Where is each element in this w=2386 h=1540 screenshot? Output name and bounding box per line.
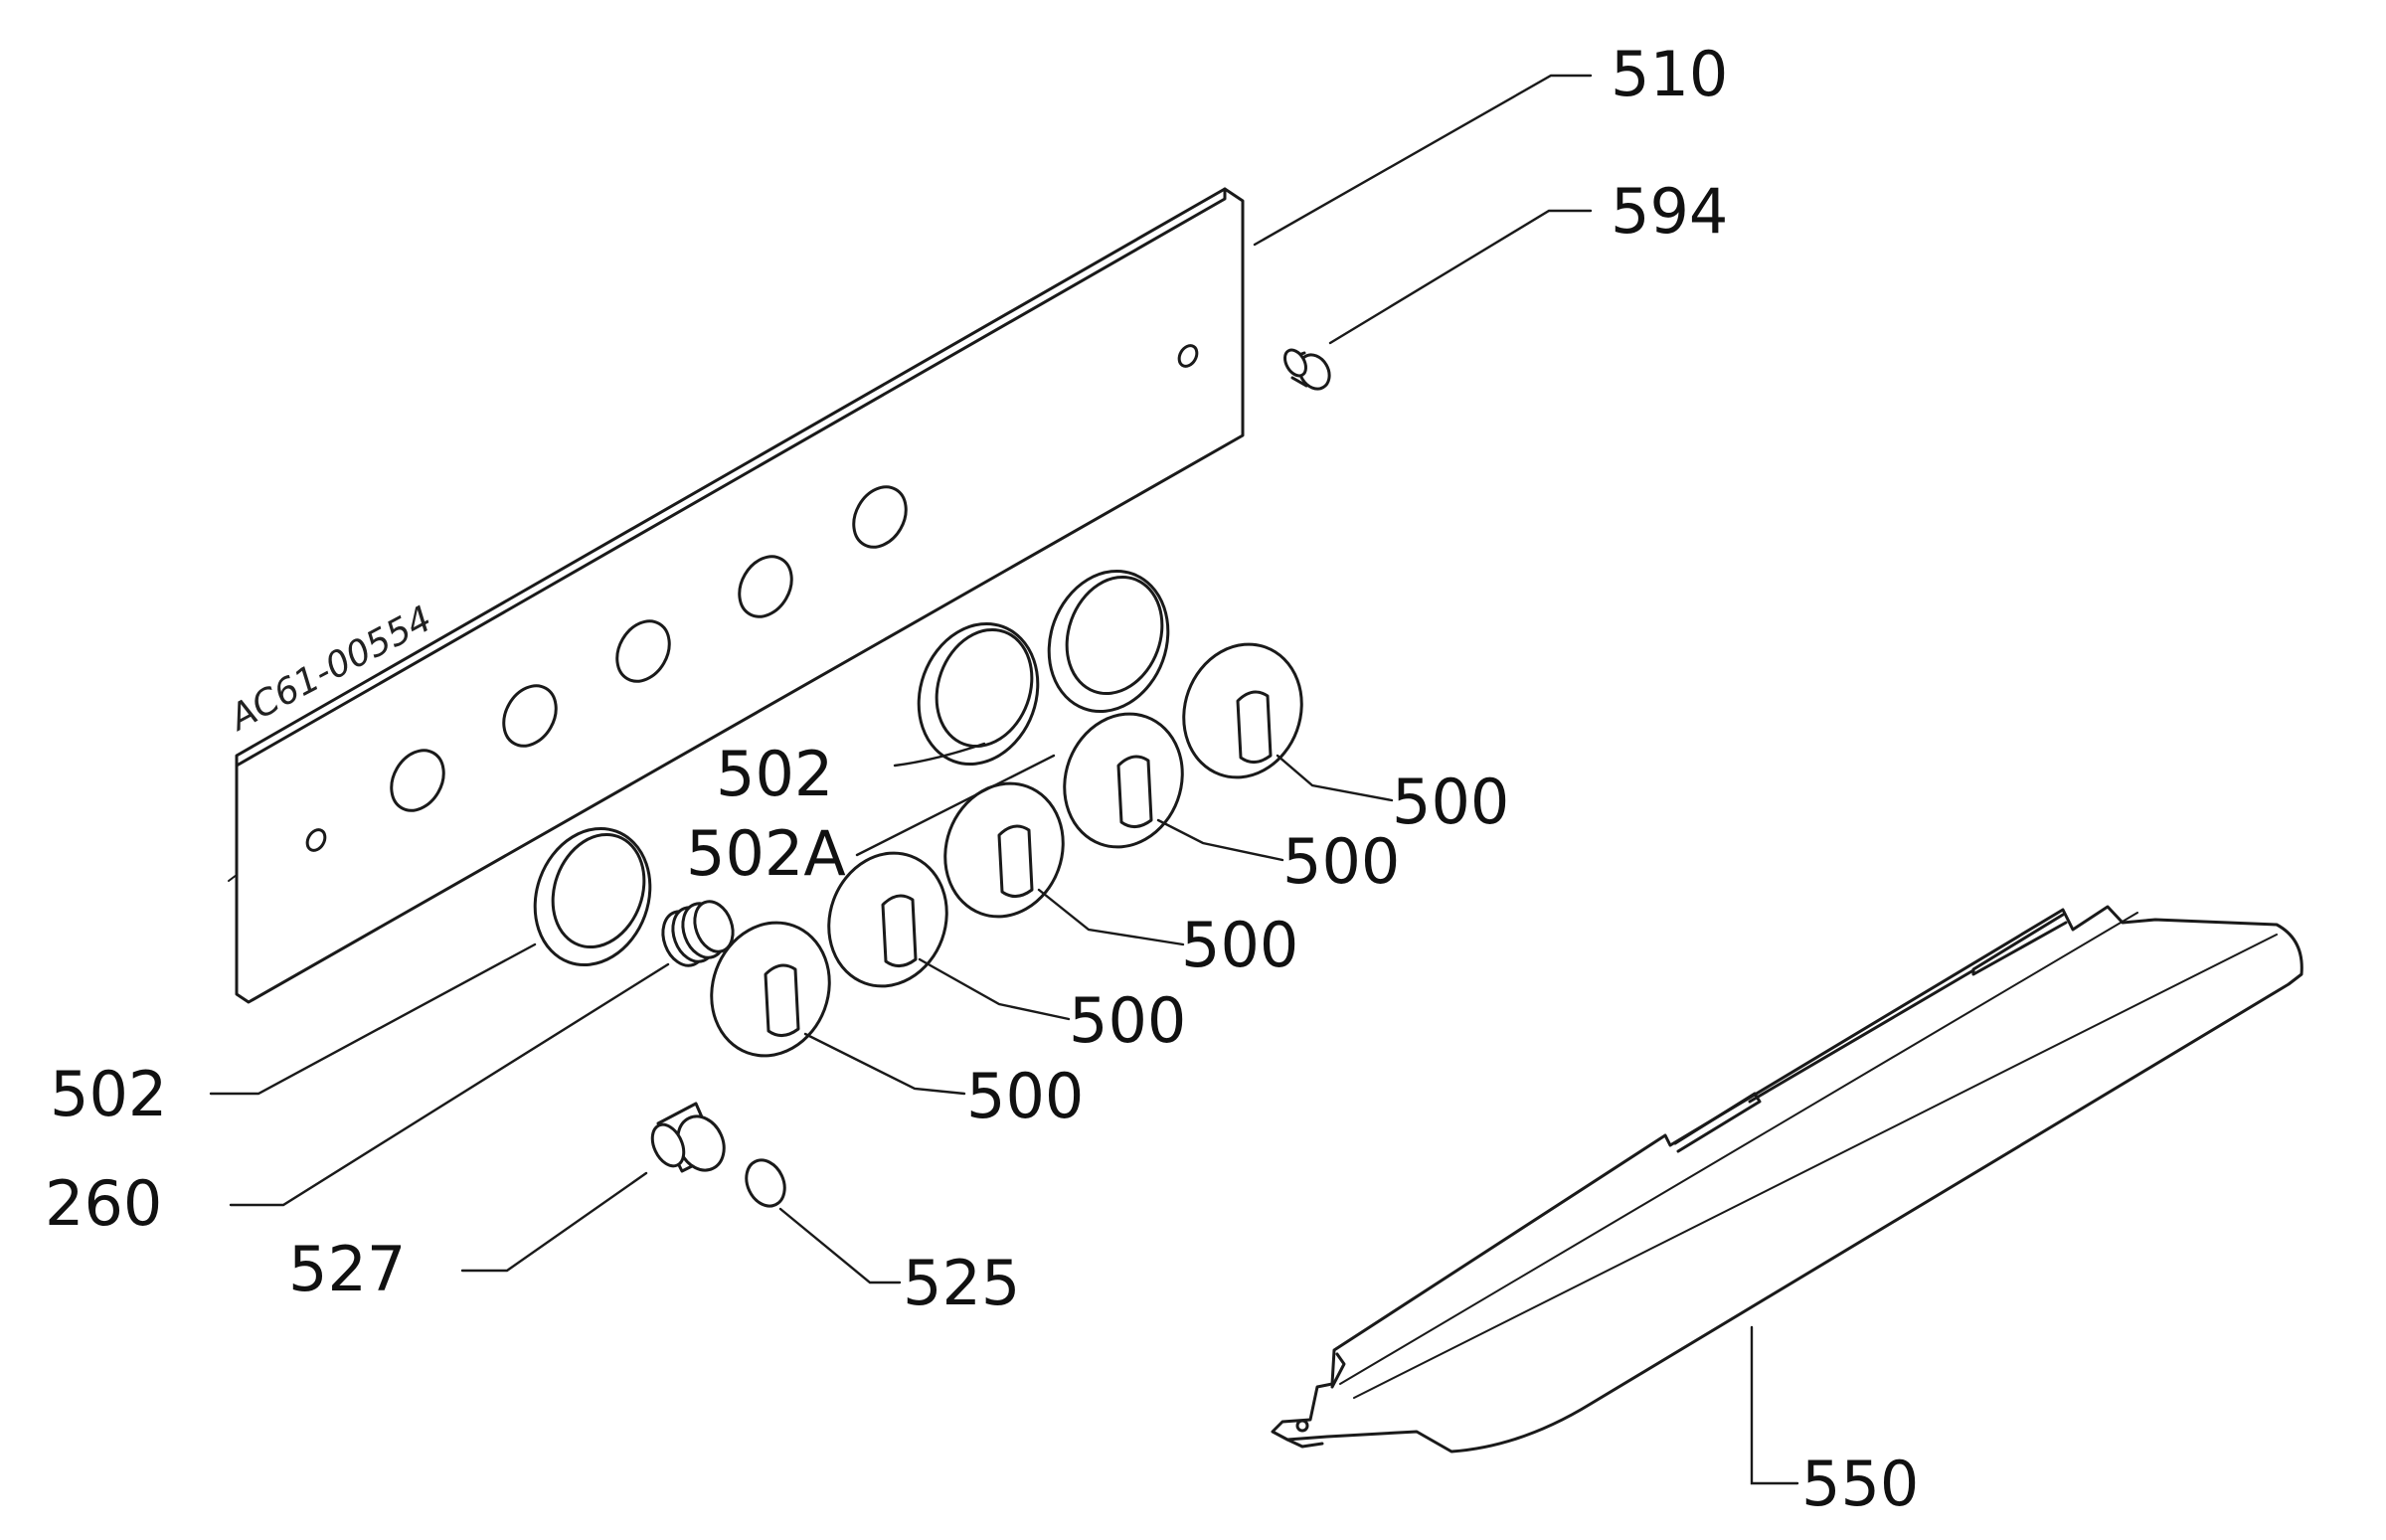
callout-510: 510 bbox=[1611, 38, 1728, 110]
trim-strip-550 bbox=[1271, 905, 2303, 1454]
knob-500-5 bbox=[1182, 642, 1303, 779]
cap-527 bbox=[650, 1102, 726, 1173]
leader-lines bbox=[209, 74, 1799, 1485]
bezel-ring-lower bbox=[533, 826, 652, 967]
knob-500-1 bbox=[710, 921, 831, 1058]
callout-500-5: 500 bbox=[966, 1060, 1084, 1132]
callout-502a: 502A bbox=[686, 817, 846, 890]
screw-594 bbox=[1283, 348, 1331, 391]
knob-500-2 bbox=[827, 851, 948, 988]
callout-500-4: 500 bbox=[1069, 984, 1186, 1057]
callout-527: 527 bbox=[288, 1233, 406, 1305]
callout-500-2: 500 bbox=[1282, 825, 1400, 898]
callout-525: 525 bbox=[903, 1247, 1020, 1319]
callout-labels: 510 594 502 502A 500 500 500 500 500 502… bbox=[45, 38, 1919, 1520]
knob-500-3 bbox=[943, 781, 1065, 919]
callout-550: 550 bbox=[1801, 1448, 1919, 1520]
callout-502-lower: 502 bbox=[50, 1058, 167, 1130]
bezel-ring-upper-1 bbox=[917, 621, 1040, 767]
callout-594: 594 bbox=[1611, 175, 1728, 248]
callout-500-1: 500 bbox=[1392, 766, 1509, 838]
insert-525 bbox=[745, 1158, 786, 1208]
knob-500-4 bbox=[1063, 712, 1184, 849]
control-panel-510 bbox=[228, 187, 1245, 1004]
callout-260: 260 bbox=[45, 1167, 162, 1240]
bezel-ring-upper-2 bbox=[1047, 569, 1170, 714]
callout-502-upper: 502 bbox=[716, 738, 833, 810]
callout-500-3: 500 bbox=[1181, 909, 1298, 981]
spring-260 bbox=[661, 900, 735, 967]
